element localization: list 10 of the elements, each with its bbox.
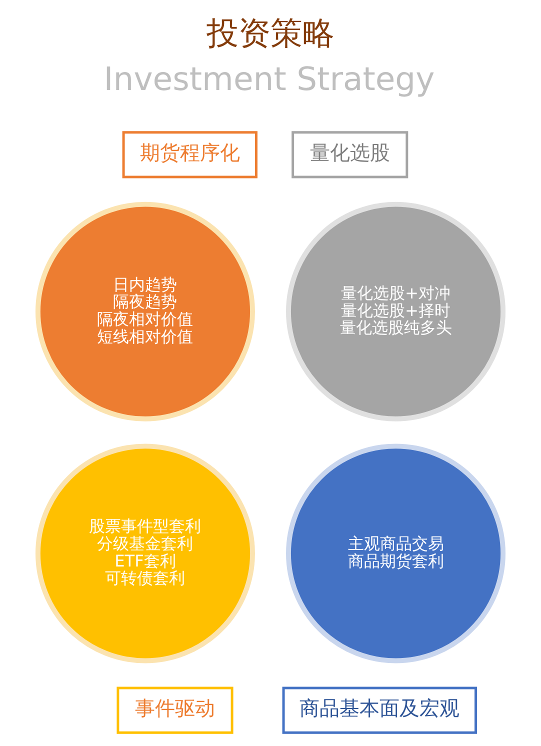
node-circle: 主观商品交易 商品期货套利 bbox=[286, 444, 506, 664]
label: Investment Strategy bbox=[104, 60, 435, 98]
node-box: 量化选股 bbox=[292, 131, 408, 178]
node-circle: 日内趋势 隔夜趋势 隔夜相对价值 短线相对价值 bbox=[35, 202, 255, 422]
diagram-title: 投资策略 bbox=[206, 14, 334, 52]
node-box: 事件驱动 bbox=[116, 686, 234, 734]
node-circle: 量化选股+对冲 量化选股+择时 量化选股纯多头 bbox=[286, 202, 506, 422]
node-box: 商品基本面及宏观 bbox=[282, 686, 477, 734]
node-box: 期货程序化 bbox=[122, 131, 258, 178]
node-circle: 股票事件型套利 分级基金套利 ETF套利 可转债套利 bbox=[35, 444, 255, 664]
